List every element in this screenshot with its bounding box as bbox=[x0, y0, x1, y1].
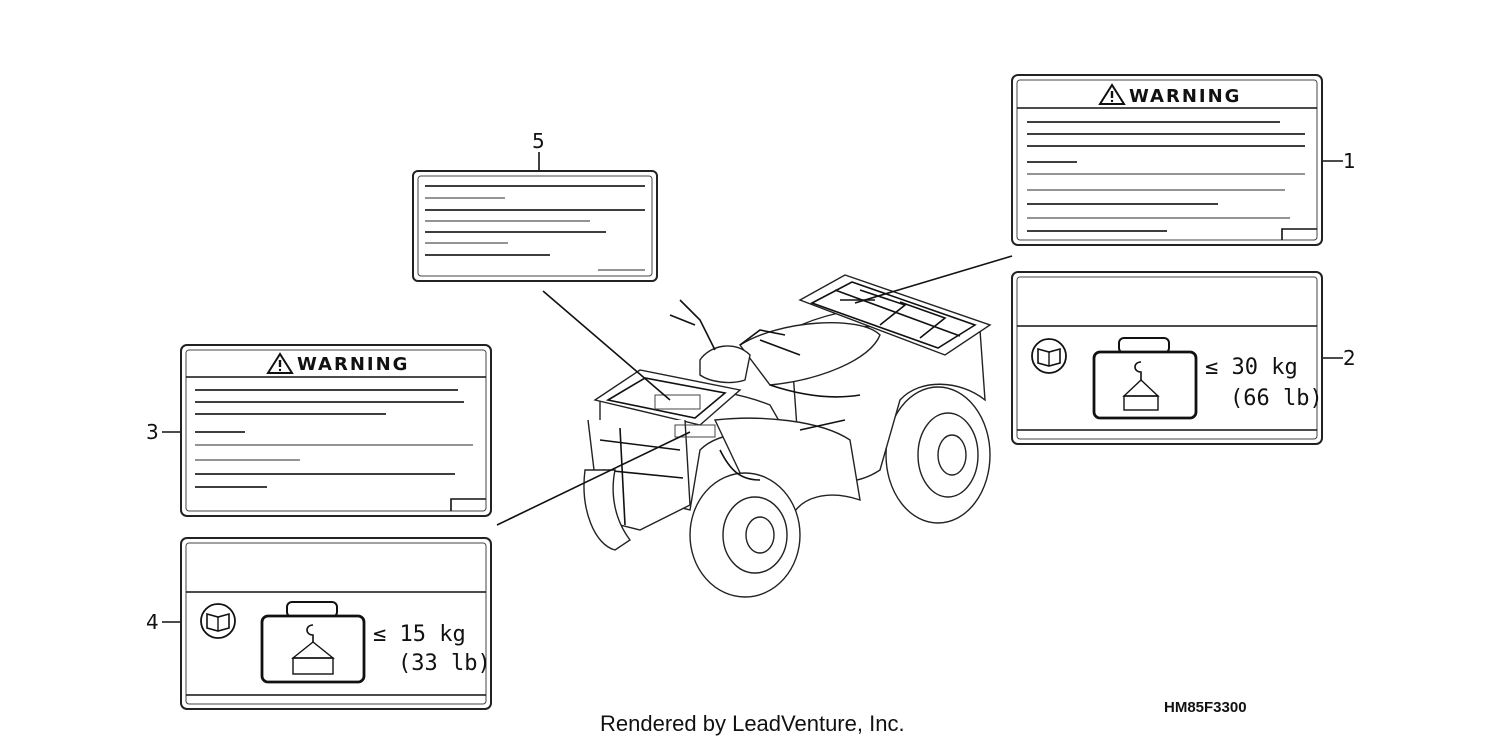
cargo-weight-icon bbox=[260, 601, 366, 684]
label-3-warning-text: WARNING bbox=[297, 354, 409, 375]
label-1-warning-text: WARNING bbox=[1129, 86, 1241, 107]
label-4-load-kg: ≤ 15 kg bbox=[373, 622, 466, 647]
callout-1: 1 bbox=[1343, 149, 1356, 173]
label-5-panel bbox=[412, 170, 658, 282]
label-3-panel bbox=[180, 344, 492, 517]
owners-manual-icon bbox=[200, 603, 236, 639]
diagram-code: HM85F3300 bbox=[1164, 699, 1247, 716]
owners-manual-icon bbox=[1031, 338, 1067, 374]
label-2-load-kg: ≤ 30 kg bbox=[1205, 355, 1298, 380]
label-4-load-lb: (33 lb) bbox=[398, 651, 491, 676]
cargo-weight-icon bbox=[1092, 337, 1198, 420]
label-4-panel bbox=[180, 537, 492, 710]
label-2-panel bbox=[1011, 271, 1323, 445]
callout-4: 4 bbox=[146, 610, 159, 634]
atv-illustration bbox=[583, 274, 992, 598]
warning-triangle-icon bbox=[266, 352, 294, 374]
rendered-by-credit: Rendered by LeadVenture, Inc. bbox=[600, 711, 905, 736]
label-2-load-lb: (66 lb) bbox=[1230, 386, 1323, 411]
callout-2: 2 bbox=[1343, 346, 1356, 370]
leader-lines bbox=[162, 152, 1343, 623]
label-1-panel bbox=[1011, 74, 1323, 246]
warning-triangle-icon bbox=[1098, 83, 1126, 105]
callout-3: 3 bbox=[146, 420, 159, 444]
callout-5: 5 bbox=[532, 129, 545, 153]
